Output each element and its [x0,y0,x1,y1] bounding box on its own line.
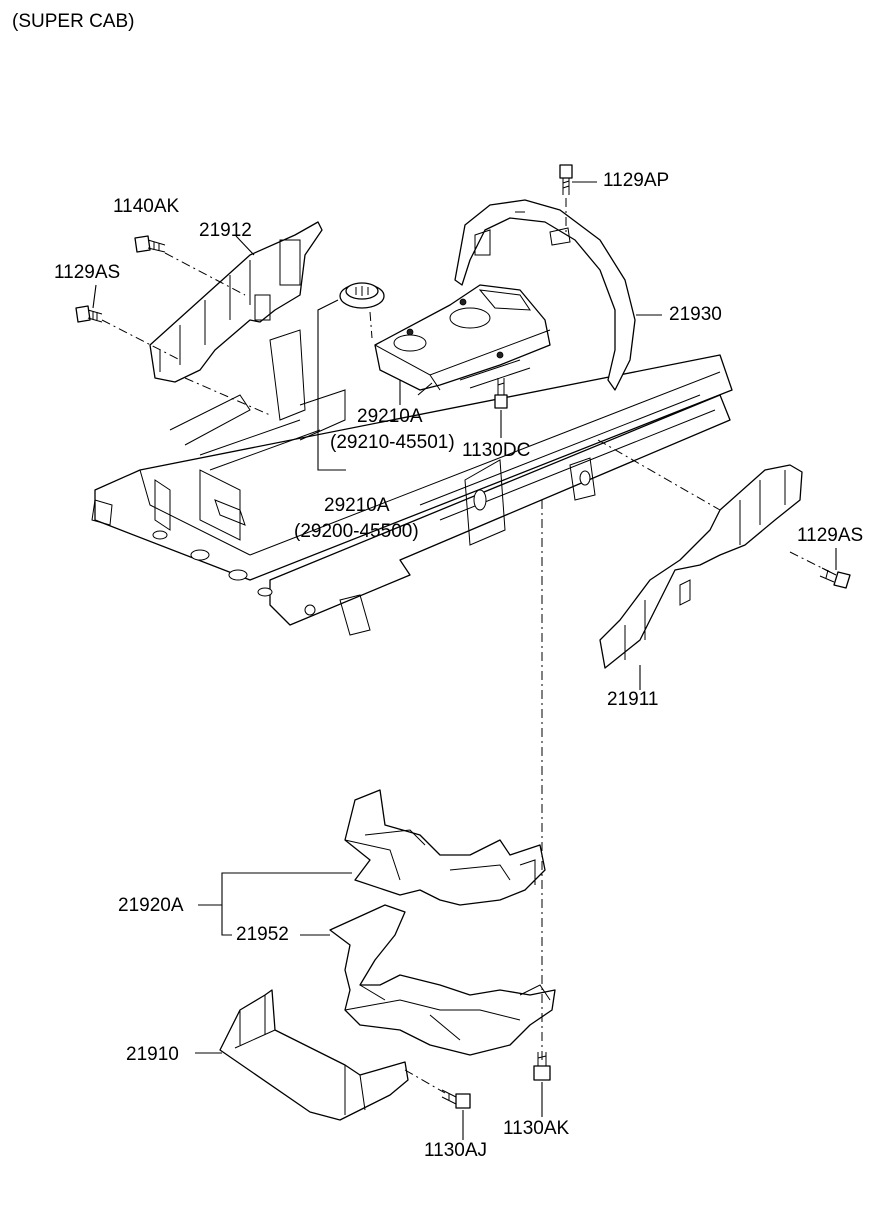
label-21952: 21952 [236,924,289,945]
bolt-1130AK [533,1052,551,1081]
part-21911-shape [599,464,803,669]
label-21910: 21910 [126,1044,179,1065]
label-21920A: 21920A [118,895,184,916]
label-1130DC: 1130DC [462,440,531,461]
label-21912: 21912 [199,220,252,241]
label-29210A-a-sub: (29210-45501) [330,432,455,453]
label-29210A-a: 29210A [357,406,423,427]
bolt-1130DC [494,378,508,409]
label-29210A-b: 29210A [324,495,390,516]
diagram-title: (SUPER CAB) [12,11,135,32]
bolt-1129AS-right [819,567,851,589]
bolt-1130AJ [441,1089,471,1109]
fuel-cap-shape [339,282,385,309]
vehicle-frame [91,329,733,636]
part-21920A-shape [344,789,546,906]
label-1129AP: 1129AP [603,170,670,191]
part-21930-shape [454,199,636,391]
part-29210A-shape [374,284,551,391]
label-29210A-b-sub: (29200-45500) [294,521,419,542]
label-1130AJ: 1130AJ [424,1140,488,1161]
part-21910-shape [219,989,409,1121]
bolt-1129AS-top [75,305,103,323]
label-1129AS-top: 1129AS [54,262,121,283]
label-1129AS-right: 1129AS [797,525,864,546]
label-1130AK: 1130AK [503,1118,570,1139]
bolt-1129AP [559,164,573,195]
bolt-1140AK [134,235,166,253]
part-21912-shape [149,221,323,383]
label-21911: 21911 [607,689,659,710]
part-21952-shape [329,904,556,1056]
label-1140AK: 1140AK [113,196,180,217]
alignment-lines [101,198,831,1094]
leader-lines [92,181,837,1140]
label-21930: 21930 [669,304,722,325]
